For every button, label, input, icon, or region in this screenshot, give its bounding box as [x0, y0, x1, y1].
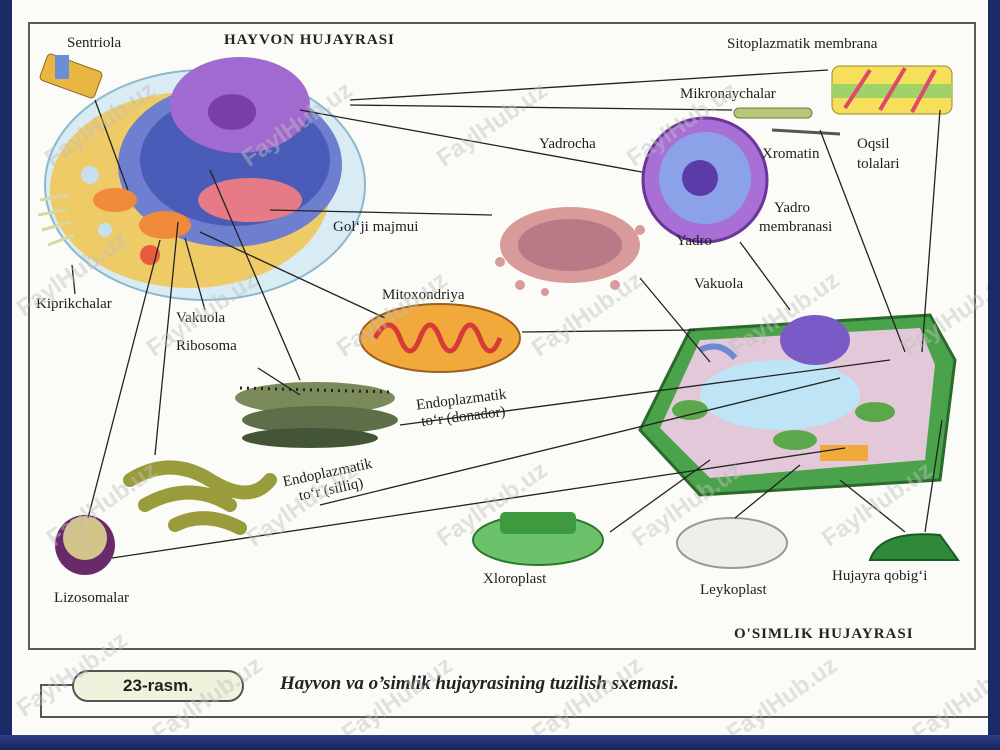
label-vakuola-animal: Vakuola: [176, 310, 226, 326]
label-lizosomalar: Lizosomalar: [54, 590, 129, 606]
leader-lines: [71, 69, 943, 559]
label-yadrocha: Yadrocha: [539, 136, 596, 152]
lysosome-illustration: [55, 515, 115, 575]
plant-cell-illustration: [638, 313, 957, 497]
label-mikronaychalar: Mikronaychalar: [680, 86, 776, 102]
golgi-illustration: [495, 207, 645, 296]
label-leykoplast: Leykoplast: [700, 582, 767, 598]
smooth-er-illustration: [123, 460, 277, 535]
caption-underline: [40, 716, 988, 718]
label-ribosoma: Ribosoma: [176, 338, 237, 354]
label-xromatin: Xromatin: [762, 146, 820, 162]
label-oqsil-tolalari-line2: tolalari: [857, 156, 900, 172]
figure-number-badge: 23-rasm.: [72, 670, 244, 702]
label-kiprikchalar: Kiprikchalar: [36, 296, 112, 312]
diagram-frame: [28, 22, 976, 650]
mitochondrion-illustration: [359, 303, 521, 373]
label-yadro: Yadro: [676, 233, 712, 249]
animal-cell-title: HAYVON HUJAYRASI: [224, 32, 395, 48]
rough-er-illustration: [235, 382, 398, 448]
label-sitoplazmatik-membrana: Sitoplazmatik membrana: [727, 36, 878, 52]
label-golji-majmui: Gol‘ji majmui: [333, 219, 419, 235]
protein-fibers-illustration: [771, 128, 841, 136]
label-yadro-membranasi-line2: membranasi: [759, 219, 833, 235]
figure-caption: Hayvon va o’simlik hujayrasining tuzilis…: [280, 673, 679, 694]
centriole-illustration: [39, 53, 103, 99]
label-hujayra-qobigi: Hujayra qobig‘i: [832, 568, 928, 584]
caption-bracket: [40, 684, 74, 717]
label-vakuola-plant: Vakuola: [694, 276, 744, 292]
microtubules-illustration: [733, 107, 813, 119]
cell-diagram: [37, 53, 960, 575]
slide-bottom-band: [0, 735, 1000, 750]
leucoplast-illustration: [676, 517, 788, 569]
label-mitoxondriya: Mitoxondriya: [382, 287, 465, 303]
cell-wall-illustration: [868, 533, 960, 561]
cell-membrane-illustration: [831, 65, 953, 115]
label-yadro-membranasi-line1: Yadro: [774, 200, 810, 216]
slide: HAYVON HUJAYRASI O'SIMLIK HUJAYRASI Sent…: [12, 0, 988, 735]
chloroplast-illustration: [472, 512, 604, 566]
label-xloroplast: Xloroplast: [483, 571, 547, 587]
label-sentriola: Sentriola: [67, 35, 122, 51]
animal-cell-illustration: [37, 57, 366, 301]
nucleus-illustration: [641, 116, 769, 244]
label-oqsil-tolalari-line1: Oqsil: [857, 136, 890, 152]
plant-cell-title: O'SIMLIK HUJAYRASI: [734, 626, 914, 642]
